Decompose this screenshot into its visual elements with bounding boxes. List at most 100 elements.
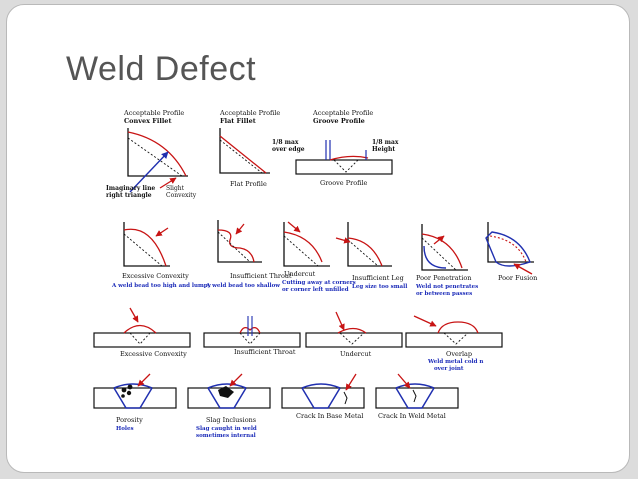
overlap-bead	[437, 321, 479, 334]
label-undercut: Undercut	[284, 270, 316, 278]
label-max-over-edge: 1/8 max	[272, 139, 299, 146]
label-poor-fusion: Poor Fusion	[498, 274, 537, 282]
crack	[343, 391, 348, 405]
note-right-triangle: right triangle	[106, 192, 152, 199]
desc-undercut-1: Cutting away at corners	[282, 280, 356, 286]
defect-arrow	[287, 221, 301, 233]
defect-overlap-butt: Overlap Weld metal cold n over joint	[405, 315, 503, 372]
label-insufficient-leg: Insufficient Leg	[352, 274, 404, 282]
heading-acceptable-profile: Acceptable Profile	[123, 109, 184, 117]
defect-poor-fusion-fillet: Poor Fusion	[485, 222, 537, 282]
label-poor-penetration: Poor Penetration	[416, 274, 471, 282]
fillet-joint	[217, 220, 262, 263]
desc-insufficient-throat: A weld bead too shallow	[205, 283, 280, 289]
groove-root	[443, 332, 469, 345]
flat-face-line	[219, 139, 263, 174]
defect-arrow	[397, 373, 411, 389]
heading-acceptable-profile: Acceptable Profile	[312, 109, 373, 117]
fillet-joint	[283, 222, 330, 267]
defect-porosity: Porosity Holes	[93, 373, 177, 432]
pore	[126, 390, 132, 396]
reference-line	[217, 231, 251, 263]
acceptable-groove-profile-diagram: Acceptable Profile Groove Profile 1/8 ma…	[272, 109, 399, 187]
defect-arrow	[229, 373, 243, 387]
heading-groove-profile: Groove Profile	[313, 117, 365, 125]
defect-slag-inclusions: Slag Inclusions Slag caught in weld some…	[187, 373, 271, 439]
slight-convexity-arrow	[159, 177, 177, 189]
crack	[412, 389, 417, 403]
reference-line	[421, 237, 457, 271]
desc-undercut-2: or corner left unfilled	[282, 287, 349, 293]
groove-root	[239, 332, 261, 345]
label-slag-inclusions: Slag Inclusions	[206, 416, 256, 424]
desc-porosity: Holes	[116, 426, 134, 432]
defect-arrow	[155, 227, 169, 237]
label-porosity: Porosity	[116, 416, 143, 424]
defect-arrow	[345, 373, 357, 391]
pore	[127, 384, 133, 390]
butt-plate	[281, 387, 365, 409]
desc-overlap-2: over joint	[434, 366, 464, 372]
weld-face	[421, 233, 463, 269]
defect-arrow	[137, 373, 151, 387]
slide	[6, 4, 630, 473]
slag-inclusion	[218, 386, 234, 398]
defect-arrow	[335, 237, 351, 244]
heading-flat-fillet: Flat Fillet	[220, 117, 256, 125]
concave-bead	[217, 229, 255, 263]
reference-line	[347, 239, 379, 267]
fillet-joint	[127, 128, 188, 177]
excess-bead	[123, 228, 167, 267]
butt-plate	[93, 332, 191, 348]
butt-plate	[305, 332, 403, 348]
convex-bead	[127, 131, 187, 177]
groove-root	[339, 332, 365, 345]
defect-poor-penetration-fillet: Poor Penetration Weld not penetrates or …	[415, 224, 478, 297]
fillet-joint	[219, 128, 270, 174]
weld-boundary	[207, 387, 247, 409]
reference-line	[283, 235, 319, 267]
weld-cap	[113, 383, 153, 389]
defect-undercut-butt: Undercut	[305, 311, 403, 358]
desc-slag-1: Slag caught in weld	[196, 426, 257, 432]
fillet-joint	[347, 222, 392, 267]
defect-arrow	[433, 235, 445, 245]
label-height: Height	[372, 146, 395, 153]
defect-arrow	[129, 307, 139, 323]
desc-excessive-convexity: A weld bead too high and lumpy	[111, 283, 212, 289]
label-crack-weld-metal: Crack In Weld Metal	[378, 412, 446, 420]
caption-groove-profile: Groove Profile	[320, 179, 368, 187]
note-slight: Slight	[166, 185, 185, 192]
label-max-height: 1/8 max	[372, 139, 399, 146]
groove-plate	[295, 159, 393, 175]
defect-arrow	[235, 223, 245, 235]
weld-cap	[207, 383, 247, 389]
fillet-joint	[123, 222, 170, 267]
note-convexity: Convexity	[166, 192, 197, 199]
defect-undercut-fillet: Undercut Cutting away at corners or corn…	[282, 221, 356, 293]
desc-overlap-1: Weld metal cold n	[427, 359, 483, 365]
penetration-boundary	[423, 245, 447, 269]
desc-poor-penetration-2: or between passes	[416, 291, 472, 297]
caption-flat-profile: Flat Profile	[230, 180, 267, 188]
defect-excessive-convexity-butt: Excessive Convexity	[93, 307, 191, 358]
groove-reinforcement	[329, 155, 369, 161]
groove-root	[129, 332, 151, 345]
label-insufficient-throat: Insufficient Throat	[230, 272, 292, 280]
slide-title: Weld Defect	[66, 50, 257, 88]
defect-insufficient-leg-fillet: Insufficient Leg Leg size too small	[335, 222, 407, 290]
label-excessive-convexity: Excessive Convexity	[120, 350, 187, 358]
heading-acceptable-profile: Acceptable Profile	[219, 109, 280, 117]
weld-boundary	[301, 387, 341, 409]
groove-root	[333, 159, 359, 173]
shallow-bead	[239, 326, 261, 334]
label-over-edge: over edge	[272, 146, 305, 153]
acceptable-convex-fillet-diagram: Acceptable Profile Convex Fillet Imagina…	[106, 109, 197, 199]
weld-face	[337, 327, 367, 334]
weld-cap	[395, 383, 435, 389]
pore	[121, 387, 127, 393]
defect-excessive-convexity-fillet: Excessive Convexity A weld bead too high…	[111, 222, 212, 289]
label-overlap: Overlap	[446, 350, 472, 358]
acceptable-flat-fillet-diagram: Acceptable Profile Flat Fillet Flat Prof…	[219, 109, 280, 188]
